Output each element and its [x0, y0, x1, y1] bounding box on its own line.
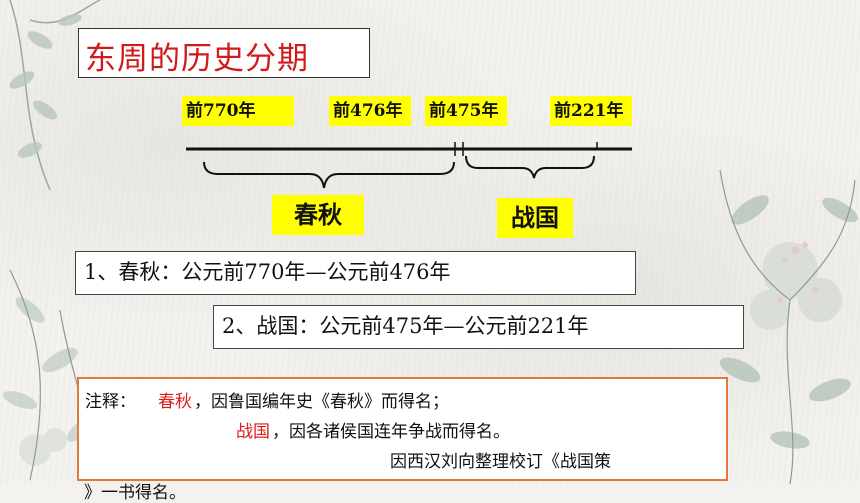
period-zhanguo: 2、战国：公元前475年—公元前221年 [213, 305, 744, 349]
note-line2-text: ，因各诸侯国连年争战而得名。 [272, 422, 510, 442]
title-box: 东周的历史分期 [78, 28, 370, 78]
year-label-770bc: 前770年 [182, 96, 294, 126]
note-box: 注释： 春秋 ，因鲁国编年史《春秋》而得名； 战国 ，因各诸侯国连年争战而得名。… [77, 377, 728, 481]
leaf-branch-top-left-icon [9, 0, 101, 191]
page-title: 东周的历史分期 [85, 41, 309, 77]
year-label-221bc: 前221年 [550, 96, 632, 126]
year-label-475bc: 前475年 [425, 96, 507, 126]
year-label-476bc: 前476年 [329, 96, 411, 126]
note-line4-overflow-text: 》一书得名。 [84, 483, 186, 503]
brace-chunqiu [203, 161, 455, 189]
period-chunqiu: 1、春秋：公元前770年—公元前476年 [75, 251, 636, 295]
note-term-chunqiu: 春秋 [158, 392, 192, 412]
note-term-zhanguo: 战国 [236, 422, 270, 442]
brace-zhanguo [465, 155, 595, 179]
note-label: 注释： [85, 392, 136, 412]
timeline-axis [186, 142, 632, 189]
flower-bouquet-right-icon [719, 169, 858, 484]
note-line3-text: 因西汉刘向整理校订《战国策 [390, 452, 611, 472]
note-line1-text: ，因鲁国编年史《春秋》而得名； [194, 392, 449, 412]
era-label-zhanguo: 战国 [497, 198, 573, 238]
era-label-chunqiu: 春秋 [272, 195, 364, 235]
